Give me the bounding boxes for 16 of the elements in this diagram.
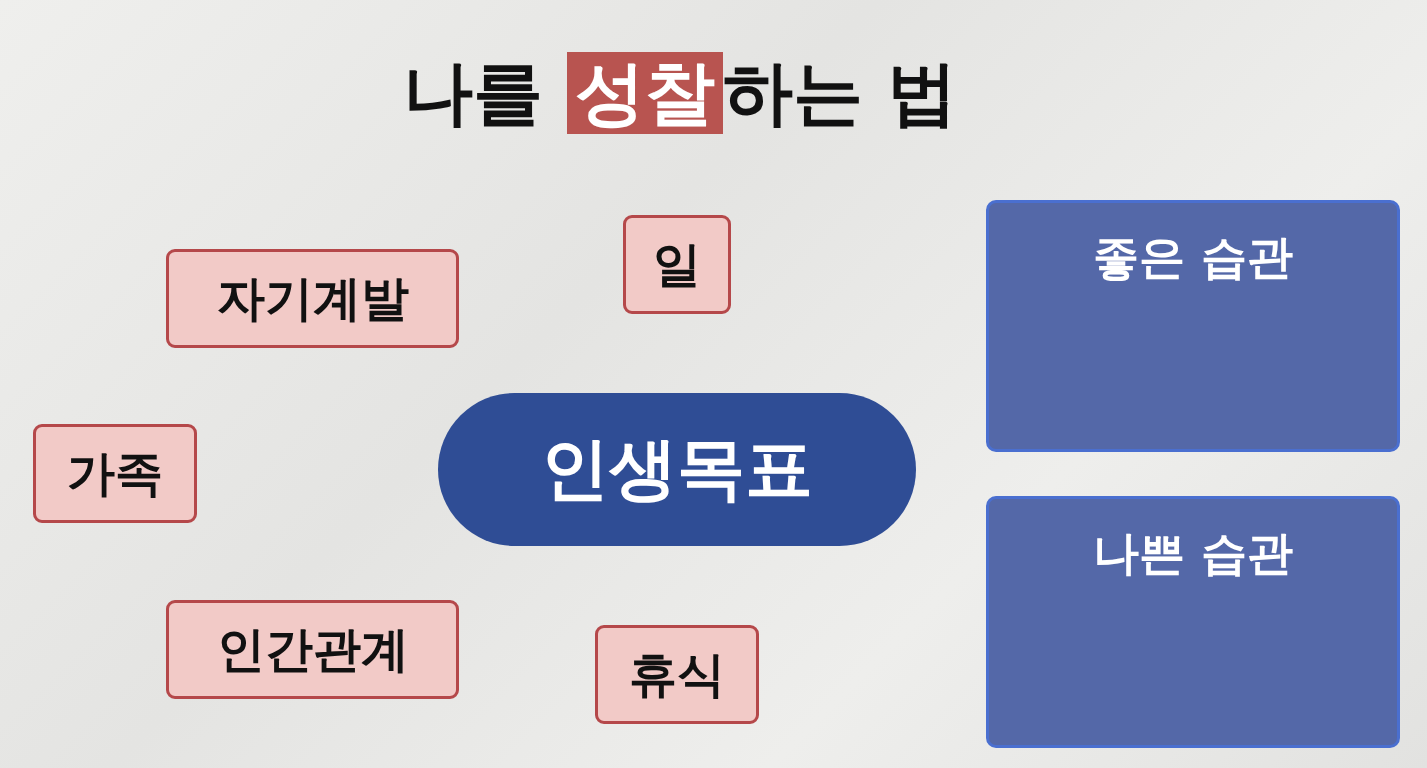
node-label: 좋은 습관 — [1093, 229, 1293, 286]
topic-box — [166, 600, 459, 699]
habit-panel — [986, 200, 1400, 452]
title: 나를 성찰하는 법 — [401, 51, 959, 136]
node-label: 인간관계 — [216, 619, 409, 679]
habit-panel — [986, 496, 1400, 748]
node-label: 인생목표 — [541, 428, 813, 510]
node-label: 나쁜 습관 — [1093, 525, 1293, 582]
topic-box — [623, 215, 731, 314]
topic-box — [595, 625, 759, 724]
topic-box — [33, 424, 197, 523]
node-label: 휴식 — [629, 644, 725, 704]
node-label: 자기계발 — [216, 268, 409, 328]
node-label: 가족 — [67, 443, 163, 503]
node-label: 일 — [653, 234, 701, 294]
topic-box — [166, 249, 459, 348]
